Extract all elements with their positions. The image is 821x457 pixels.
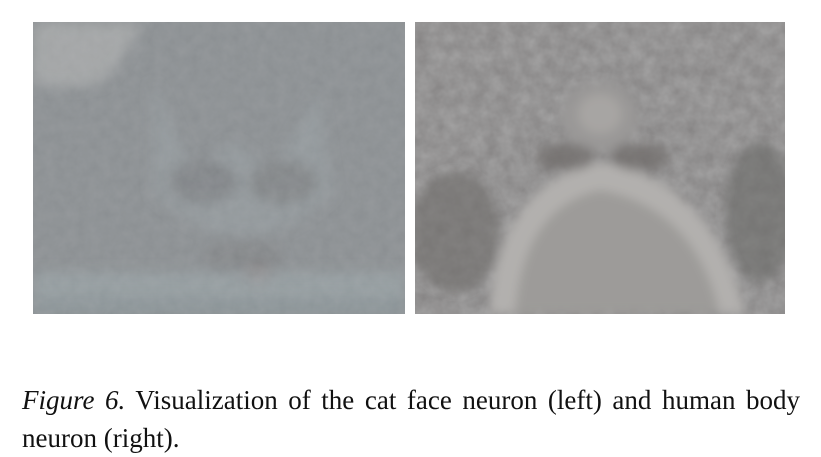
cat-face-neuron-image — [33, 22, 405, 314]
human-body-visualization-graphic — [415, 22, 785, 314]
cat-face-visualization-graphic — [33, 22, 405, 314]
figure-caption-text: Visualization of the cat face neuron (le… — [22, 385, 800, 453]
figure-label: Figure 6. — [22, 385, 126, 415]
figure-caption: Figure 6. Visualization of the cat face … — [22, 381, 800, 457]
human-body-neuron-image — [415, 22, 785, 314]
